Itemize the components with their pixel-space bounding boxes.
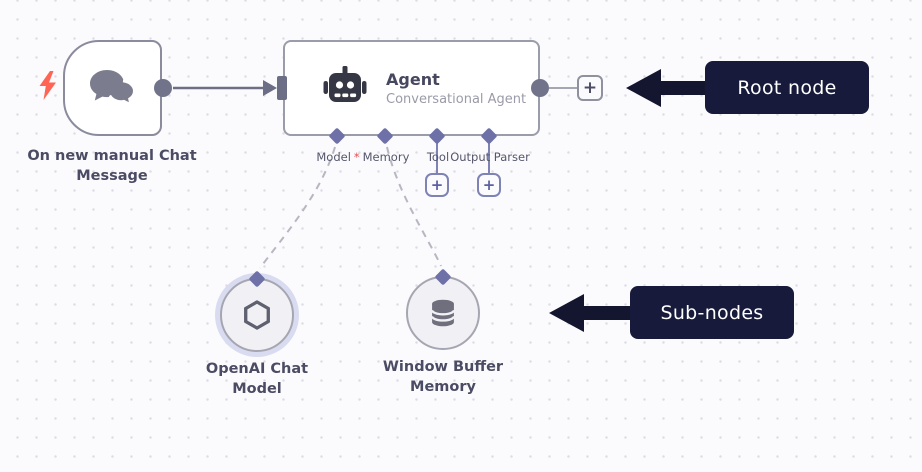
connection-trigger-to-agent[interactable]	[173, 80, 277, 96]
chat-bubbles-icon	[89, 70, 135, 107]
required-marker: *	[353, 150, 360, 164]
agent-node-header: Agent Conversational Agent	[386, 70, 526, 107]
root-node-annotation: Root node	[705, 61, 869, 114]
agent-node[interactable]: Agent Conversational Agent	[283, 40, 540, 136]
memory-port-label: Memory	[362, 150, 410, 164]
trigger-output-port[interactable]	[154, 79, 172, 97]
trigger-bolt-icon	[39, 71, 56, 100]
agent-input-port[interactable]	[277, 76, 287, 100]
connection-memory-to-wbm[interactable]	[386, 146, 442, 267]
agent-output-port[interactable]	[531, 79, 549, 97]
window-buffer-memory-node[interactable]	[406, 276, 480, 350]
tool-port-label: Tool	[426, 150, 450, 164]
robot-icon	[323, 66, 367, 102]
add-tool-button[interactable]: +	[425, 173, 449, 197]
add-output-parser-button[interactable]: +	[477, 173, 501, 197]
root-node-arrow	[626, 69, 705, 107]
trigger-node-label: On new manual Chat Message	[27, 148, 197, 185]
database-icon	[430, 299, 456, 327]
connection-arrowhead	[263, 80, 277, 96]
model-port-label: Model*	[316, 150, 360, 164]
agent-node-subtitle: Conversational Agent	[386, 91, 527, 107]
trigger-node[interactable]	[63, 40, 162, 136]
connection-model-to-openai[interactable]	[259, 146, 336, 269]
agent-node-title: Agent	[386, 69, 440, 89]
openai-chat-model-node[interactable]	[220, 278, 294, 352]
parser-port-label: Output Parser	[450, 150, 530, 164]
sub-nodes-arrow	[549, 294, 630, 332]
wbm-node-label: Window Buffer Memory	[382, 359, 504, 396]
openai-node-label: OpenAI Chat Model	[205, 361, 309, 398]
openai-logo-icon	[244, 300, 270, 330]
sub-nodes-annotation: Sub-nodes	[630, 286, 794, 339]
add-node-button[interactable]: +	[577, 75, 603, 101]
